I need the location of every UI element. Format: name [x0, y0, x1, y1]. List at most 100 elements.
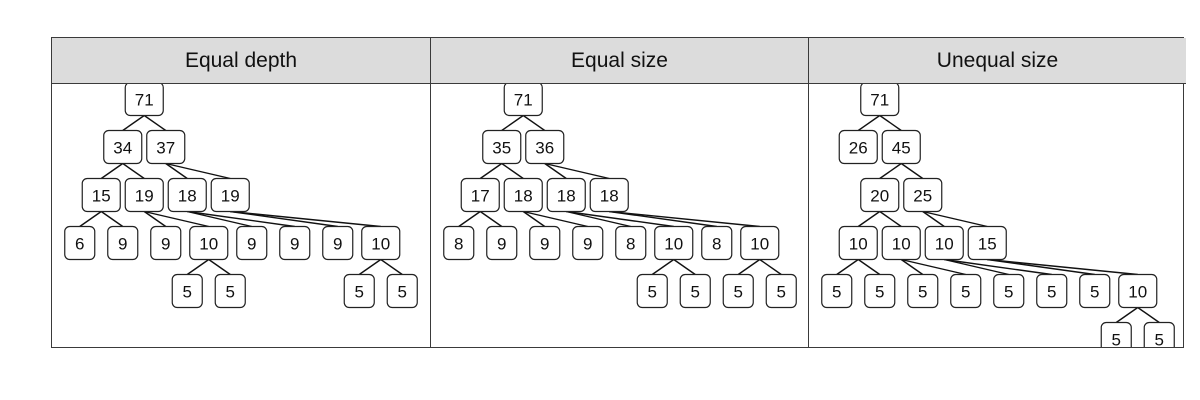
node-value: 8 [712, 235, 721, 254]
node-box [924, 225, 964, 261]
tree-node: 36 [525, 129, 565, 165]
node-box [107, 225, 139, 261]
tree-node: 71 [503, 84, 543, 117]
node-value: 5 [734, 283, 743, 302]
tree-node: 9 [486, 225, 518, 261]
tree-edge [651, 258, 675, 276]
node-box [654, 225, 694, 261]
node-box [589, 177, 629, 213]
tree-node: 10 [881, 225, 921, 261]
tree-node: 17 [460, 177, 500, 213]
tree-node: 34 [103, 129, 143, 165]
node-box [525, 129, 565, 165]
node-box [124, 84, 164, 117]
node-box [1143, 321, 1175, 347]
tree-node: 8 [615, 225, 647, 261]
tree-node: 5 [636, 273, 668, 309]
node-box [171, 273, 203, 309]
tree-edge [836, 258, 859, 276]
tree-node: 5 [171, 273, 203, 309]
node-value: 9 [118, 235, 127, 254]
node-box [546, 177, 586, 213]
node-box [967, 225, 1007, 261]
node-box [150, 225, 182, 261]
tree-edge [544, 162, 567, 180]
node-value: 5 [777, 283, 786, 302]
tree-node: 5 [343, 273, 375, 309]
node-box [124, 177, 164, 213]
tree-edge [944, 258, 1052, 276]
tree-node: 5 [1036, 273, 1068, 309]
tree-node: 5 [765, 273, 797, 309]
tree-node: 6 [64, 225, 96, 261]
tree-node: 5 [821, 273, 853, 309]
tree-edge [566, 210, 674, 228]
node-value: 9 [540, 235, 549, 254]
tree-edge [186, 258, 210, 276]
node-value: 20 [870, 187, 889, 206]
node-value: 5 [1090, 283, 1099, 302]
node-box [503, 84, 543, 117]
node-value: 5 [398, 283, 407, 302]
node-value: 19 [135, 187, 154, 206]
tree-edge [122, 114, 145, 132]
node-box [482, 129, 522, 165]
tree-edge [458, 210, 481, 228]
tree-node: 8 [701, 225, 733, 261]
tree-edge [922, 210, 988, 228]
node-value: 45 [892, 139, 911, 158]
tree-edge [1115, 306, 1139, 324]
tree-node: 25 [903, 177, 943, 213]
tree-node: 19 [124, 177, 164, 213]
node-value: 9 [497, 235, 506, 254]
tree-edge [900, 162, 924, 180]
node-box [636, 273, 668, 309]
tree-edge [900, 258, 924, 276]
panel-title: Equal depth [52, 38, 430, 84]
node-value: 18 [178, 187, 197, 206]
node-value: 5 [875, 283, 884, 302]
node-box [386, 273, 418, 309]
node-value: 5 [1004, 283, 1013, 302]
tree-edge [79, 210, 102, 228]
node-value: 5 [226, 283, 235, 302]
node-box [907, 273, 939, 309]
tree-edge [1137, 306, 1160, 324]
node-value: 18 [514, 187, 533, 206]
node-value: 10 [664, 235, 683, 254]
node-box [210, 177, 250, 213]
tree-edge [100, 210, 124, 228]
node-value: 5 [832, 283, 841, 302]
tree-node: 5 [1143, 321, 1175, 347]
node-box [740, 225, 780, 261]
node-value: 34 [113, 139, 132, 158]
node-box [701, 225, 733, 261]
node-value: 10 [199, 235, 218, 254]
node-value: 5 [1047, 283, 1056, 302]
node-value: 37 [156, 139, 175, 158]
tree-node: 15 [81, 177, 121, 213]
tree-edge [230, 210, 381, 228]
node-value: 10 [1128, 283, 1147, 302]
tree-node: 9 [279, 225, 311, 261]
tree-edge [122, 162, 145, 180]
tree-edge [143, 114, 167, 132]
tree-node: 9 [529, 225, 561, 261]
tree-edge [857, 114, 881, 132]
tree-node: 5 [950, 273, 982, 309]
node-box [572, 225, 604, 261]
tree-node: 9 [236, 225, 268, 261]
tree-edge [857, 210, 881, 228]
node-value: 5 [648, 283, 657, 302]
node-box [1036, 273, 1068, 309]
node-box [146, 129, 186, 165]
tree-node: 71 [124, 84, 164, 117]
node-value: 10 [371, 235, 390, 254]
tree-edge [987, 258, 1095, 276]
